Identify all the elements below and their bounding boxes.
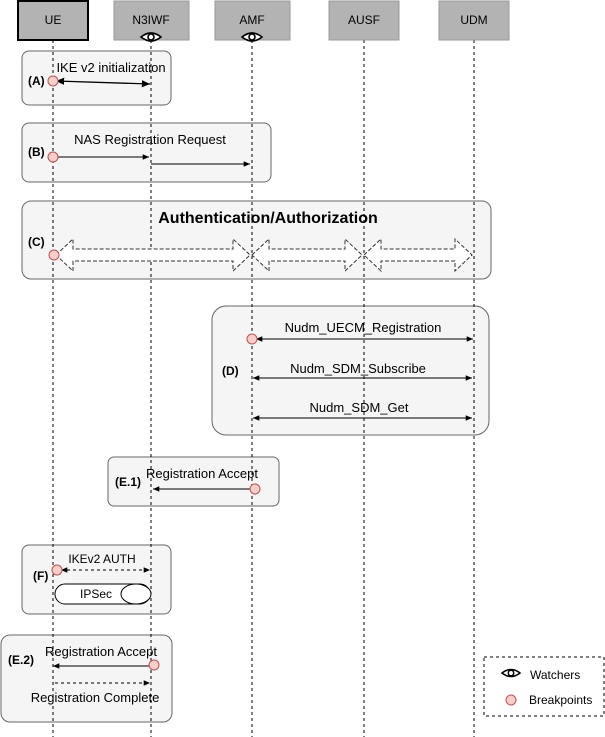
participant-udm[interactable]: UDM	[438, 0, 510, 41]
message-label-f: IKEv2 AUTH	[68, 552, 135, 566]
message-arrow-a	[55, 77, 151, 88]
eye-icon	[500, 668, 522, 678]
step-tag-e1: (E.1)	[115, 475, 141, 489]
participant-label: UE	[45, 13, 62, 27]
group-b-box	[21, 122, 272, 183]
message-label-d3: Nudm_SDM_Get	[310, 400, 409, 415]
group-e2-box	[0, 634, 173, 723]
ipsec-label: IPSec	[80, 587, 112, 601]
breakpoint-dot-icon[interactable]	[148, 659, 160, 671]
legend-watchers-label: Watchers	[530, 668, 580, 682]
message-label-e2-complete: Registration Complete	[31, 690, 160, 705]
participant-label: AMF	[239, 13, 264, 27]
legend-breakpoints-label: Breakpoints	[529, 693, 592, 707]
step-tag-c: (C)	[28, 235, 45, 249]
step-tag-a: (A)	[28, 74, 45, 88]
eye-icon	[240, 32, 264, 42]
message-label-d1: Nudm_UECM_Registration	[285, 320, 442, 335]
flex-arrow-ue-amf	[55, 237, 251, 273]
eye-icon	[139, 32, 163, 42]
breakpoint-dot-icon	[505, 694, 517, 706]
group-e1-box	[107, 456, 280, 507]
group-title-c: Authentication/Authorization	[158, 210, 378, 227]
participant-label: N3IWF	[132, 13, 169, 27]
breakpoint-dot-icon[interactable]	[47, 75, 59, 87]
breakpoint-dot-icon[interactable]	[249, 483, 261, 495]
participant-label: AUSF	[348, 13, 380, 27]
participant-label: UDM	[460, 13, 487, 27]
step-tag-e2: (E.2)	[8, 653, 34, 667]
breakpoint-dot-icon[interactable]	[246, 333, 258, 345]
message-label-e2-accept: Registration Accept	[45, 644, 157, 659]
step-tag-b: (B)	[28, 145, 45, 159]
message-label-a: IKE v2 initialization	[56, 60, 165, 75]
message-label-b: NAS Registration Request	[74, 132, 226, 147]
breakpoint-dot-icon[interactable]	[47, 151, 59, 163]
flex-arrow-ausf-udm	[363, 237, 473, 273]
flex-arrow-amf-ausf	[251, 237, 363, 273]
step-tag-f: (F)	[33, 569, 48, 583]
ipsec-tunnel: IPSec	[54, 583, 152, 605]
message-label-d2: Nudm_SDM_Subscribe	[290, 361, 426, 376]
participant-n3iwf[interactable]: N3IWF	[113, 0, 190, 42]
breakpoint-dot-icon[interactable]	[48, 249, 60, 261]
participant-amf[interactable]: AMF	[214, 0, 291, 42]
breakpoint-dot-icon[interactable]	[51, 564, 63, 576]
step-tag-d: (D)	[222, 364, 239, 378]
participant-ausf[interactable]: AUSF	[328, 0, 400, 41]
legend: Watchers Breakpoints	[483, 656, 605, 717]
message-label-e1: Registration Accept	[146, 466, 258, 481]
participant-ue[interactable]: UE	[17, 0, 89, 41]
